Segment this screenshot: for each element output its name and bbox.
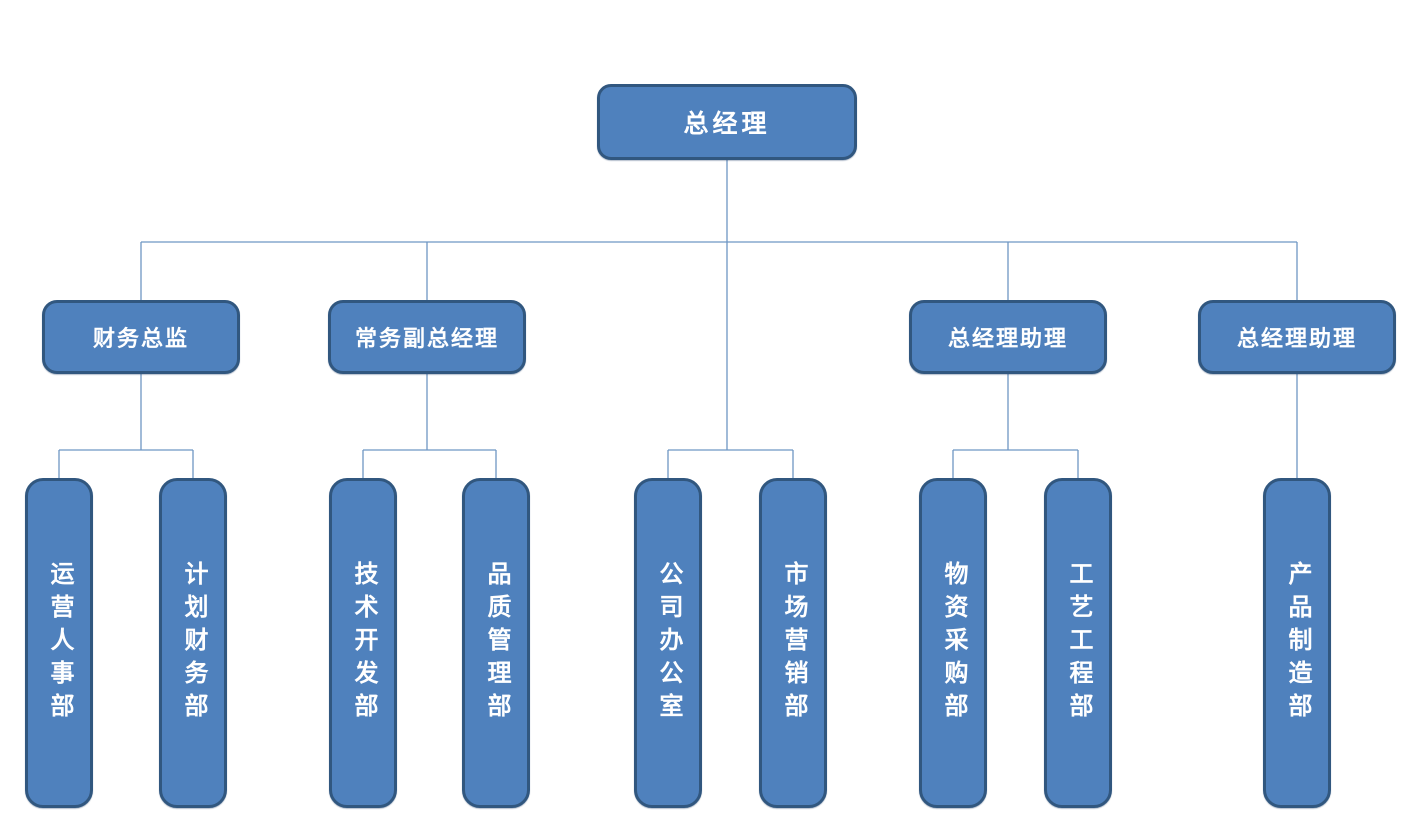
node-tech-development-dept: 技术开发部	[329, 478, 397, 808]
node-marketing-dept: 市场营销部	[759, 478, 827, 808]
node-finance-director-label: 财务总监	[92, 326, 189, 351]
node-planning-finance-dept: 计划财务部	[159, 478, 227, 808]
node-product-manufacturing-dept-label: 产品制造部	[1284, 560, 1310, 726]
node-tech-development-dept-label: 技术开发部	[350, 560, 376, 726]
node-gm-assistant-2: 总经理助理	[1198, 300, 1396, 374]
node-gm-assistant-2-label: 总经理助理	[1236, 326, 1357, 351]
node-operations-hr-dept-label: 运营人事部	[46, 560, 72, 726]
node-executive-deputy-gm-label: 常务副总经理	[354, 326, 499, 351]
node-product-manufacturing-dept: 产品制造部	[1263, 478, 1331, 808]
node-general-manager-label: 总经理	[683, 111, 771, 138]
node-process-engineering-dept: 工艺工程部	[1044, 478, 1112, 808]
node-finance-director: 财务总监	[42, 300, 240, 374]
node-quality-management-dept: 品质管理部	[462, 478, 530, 808]
node-company-office-label: 公司办公室	[655, 560, 681, 726]
node-general-manager: 总经理	[597, 84, 857, 160]
node-marketing-dept-label: 市场营销部	[780, 560, 806, 726]
node-gm-assistant-1: 总经理助理	[909, 300, 1107, 374]
node-materials-procurement-dept-label: 物资采购部	[940, 560, 966, 726]
node-planning-finance-dept-label: 计划财务部	[180, 560, 206, 726]
node-process-engineering-dept-label: 工艺工程部	[1065, 560, 1091, 726]
node-company-office: 公司办公室	[634, 478, 702, 808]
node-operations-hr-dept: 运营人事部	[25, 478, 93, 808]
node-materials-procurement-dept: 物资采购部	[919, 478, 987, 808]
node-executive-deputy-gm: 常务副总经理	[328, 300, 526, 374]
node-gm-assistant-1-label: 总经理助理	[947, 326, 1068, 351]
node-quality-management-dept-label: 品质管理部	[483, 560, 509, 726]
